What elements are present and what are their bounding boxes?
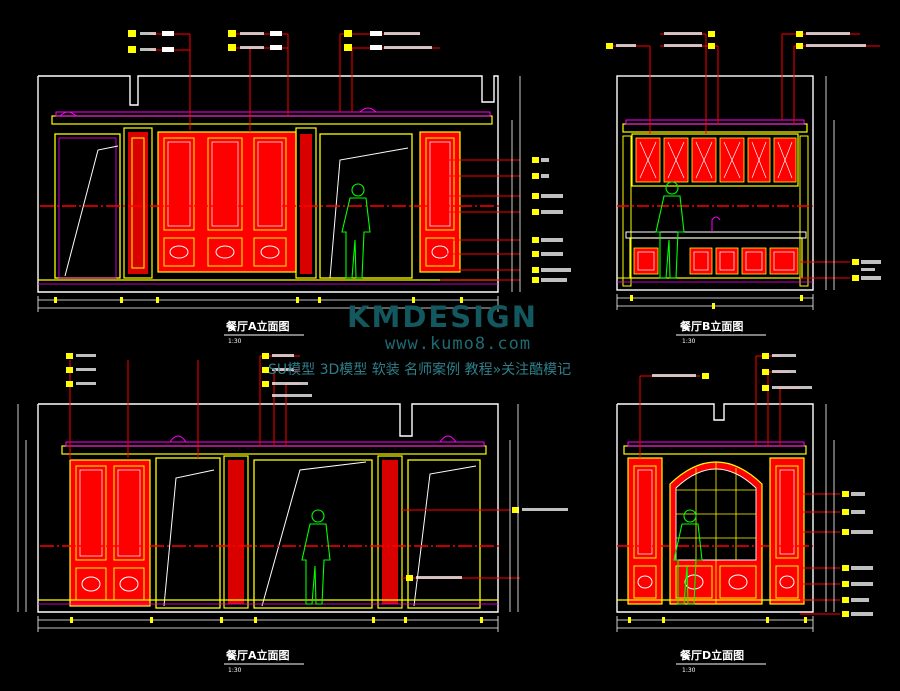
drawing-title-top-right: 餐厅B立面图	[680, 320, 744, 333]
elevation-bottom-left	[17, 353, 568, 632]
drawing-scale-bottom-left: 1:30	[228, 667, 242, 674]
elevation-top-right	[606, 31, 881, 310]
drawing-title-bottom-right: 餐厅D立面图	[680, 649, 745, 662]
drawing-title-bottom-left: 餐厅A立面图	[226, 649, 290, 662]
watermark-tagline: SU模型 3D模型 软装 名师案例 教程»关注酷模记	[268, 362, 572, 378]
elevation-bottom-right	[616, 353, 873, 632]
drawing-scale-top-left: 1:30	[228, 338, 242, 345]
watermark-brand: KMDESIGN	[347, 300, 538, 334]
drawing-scale-bottom-right: 1:30	[682, 667, 696, 674]
watermark-url: www.kumo8.com	[385, 334, 532, 354]
drawing-title-top-left: 餐厅A立面图	[226, 320, 290, 333]
elevation-top-left	[37, 30, 571, 312]
drawing-scale-top-right: 1:30	[682, 338, 696, 345]
